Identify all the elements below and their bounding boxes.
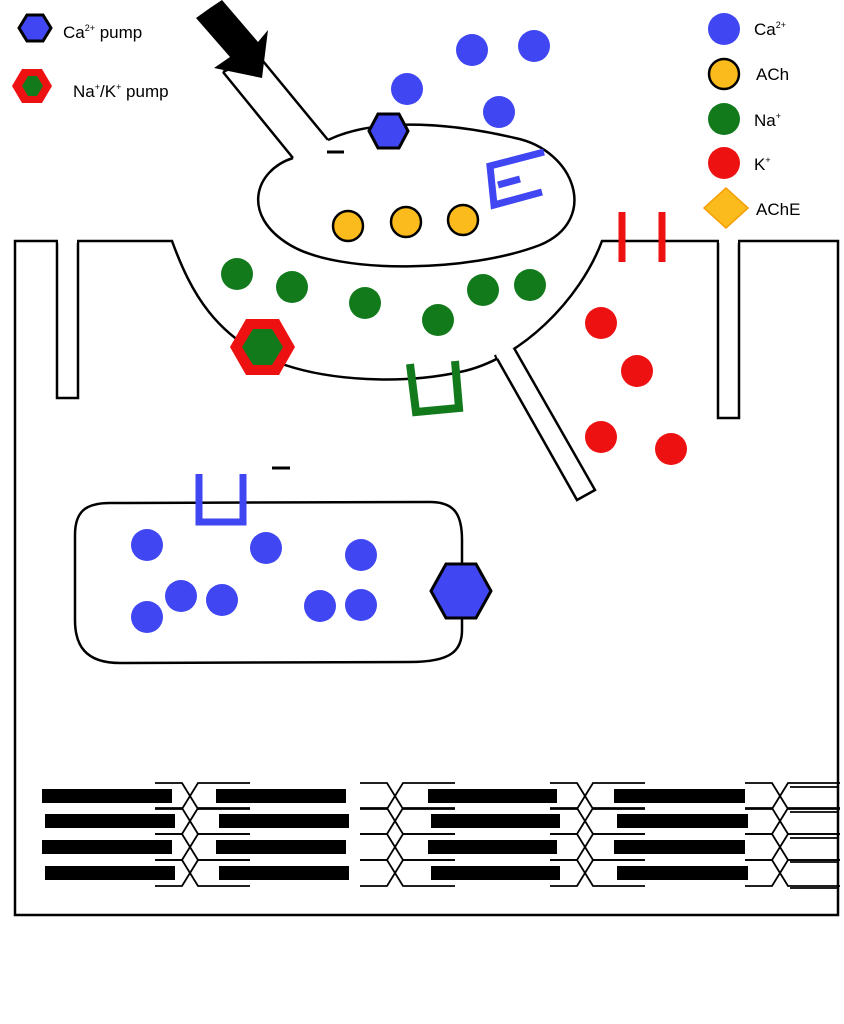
calcium-ion bbox=[456, 34, 488, 66]
potassium-ion bbox=[585, 421, 617, 453]
thick-filament bbox=[219, 814, 349, 828]
legend-right: Ca2+ ACh Na+ K+ AChE bbox=[702, 13, 800, 230]
thick-filament bbox=[45, 866, 175, 880]
thick-filament bbox=[617, 814, 748, 828]
thick-filament bbox=[42, 840, 172, 854]
thick-filament bbox=[428, 789, 557, 803]
legend-left: Ca2+ pump Na+/K+ pump bbox=[12, 13, 169, 103]
legend-sodium-label: Na+ bbox=[754, 111, 781, 130]
potassium-ion bbox=[585, 307, 617, 339]
legend-ca-pump-label: Ca2+ pump bbox=[63, 23, 142, 42]
ach-vesicle bbox=[389, 205, 423, 239]
legend-ach-label: ACh bbox=[756, 65, 789, 84]
thick-filament bbox=[42, 789, 172, 803]
thick-filament bbox=[617, 866, 748, 880]
thin-filament bbox=[778, 782, 840, 810]
calcium-ion bbox=[391, 73, 423, 105]
sodium-ion bbox=[467, 274, 499, 306]
legend-na-k-pump-label: Na+/K+ pump bbox=[73, 82, 169, 101]
thick-filament bbox=[431, 866, 560, 880]
sodium-ion bbox=[349, 287, 381, 319]
thick-filament bbox=[45, 814, 175, 828]
sodium-ion bbox=[422, 304, 454, 336]
potassium-ion bbox=[655, 433, 687, 465]
thick-filament bbox=[216, 789, 346, 803]
terminal-calcium-channel-icon bbox=[486, 148, 545, 210]
legend-calcium-label: Ca2+ bbox=[754, 20, 786, 39]
calcium-ion bbox=[165, 580, 197, 612]
action-potential-arrow-icon bbox=[196, 0, 268, 78]
thin-filament bbox=[583, 859, 645, 887]
thick-filament bbox=[614, 840, 745, 854]
sr-membrane bbox=[73, 500, 464, 665]
legend-ache-label: AChE bbox=[756, 200, 800, 219]
sr-calcium-channel-icon bbox=[195, 474, 247, 526]
calcium-ion bbox=[131, 529, 163, 561]
thick-filament bbox=[219, 866, 349, 880]
thick-filament bbox=[614, 789, 745, 803]
sarcoplasmic-reticulum bbox=[73, 466, 493, 665]
nerve-terminal bbox=[196, 0, 576, 268]
extracellular-calcium-ions bbox=[391, 30, 550, 128]
terminal-ca-pump-icon bbox=[367, 112, 410, 150]
ach-receptor-icon bbox=[406, 360, 464, 417]
acetylcholine-icon bbox=[707, 57, 741, 91]
sodium-ion bbox=[221, 258, 253, 290]
ach-vesicle bbox=[331, 209, 365, 243]
t-tubule-diagonal bbox=[493, 347, 597, 502]
potassium-ions bbox=[585, 307, 687, 465]
potassium-ion-icon bbox=[708, 147, 740, 179]
calcium-ion bbox=[206, 584, 238, 616]
sodium-ion bbox=[514, 269, 546, 301]
thin-filament bbox=[778, 859, 840, 887]
thin-filament bbox=[393, 782, 455, 810]
calcium-ion bbox=[250, 532, 282, 564]
ach-vesicle bbox=[446, 203, 480, 237]
thick-filament bbox=[428, 840, 557, 854]
thin-filament bbox=[583, 782, 645, 810]
t-tubule-right bbox=[716, 241, 741, 420]
thin-filament bbox=[188, 782, 250, 810]
calcium-ion bbox=[131, 601, 163, 633]
calcium-ion bbox=[483, 96, 515, 128]
legend-potassium-label: K+ bbox=[754, 155, 771, 174]
sodium-ion bbox=[276, 271, 308, 303]
sodium-ions bbox=[221, 258, 546, 336]
potassium-ion bbox=[621, 355, 653, 387]
axon-stalk bbox=[222, 54, 329, 159]
calcium-ion bbox=[345, 539, 377, 571]
na-k-pump-inner-icon bbox=[22, 76, 43, 96]
acetylcholinesterase-icon bbox=[702, 186, 750, 230]
membrane-na-k-pump-inner-icon bbox=[242, 329, 283, 365]
calcium-ion-icon bbox=[708, 13, 740, 45]
calcium-ion bbox=[345, 589, 377, 621]
t-tubule-left bbox=[55, 241, 80, 400]
thick-filament bbox=[216, 840, 346, 854]
thin-filament bbox=[188, 859, 250, 887]
calcium-ion bbox=[518, 30, 550, 62]
thick-filament bbox=[431, 814, 560, 828]
ca-pump-hexagon-icon bbox=[17, 13, 53, 43]
sr-ca-pump-icon bbox=[429, 562, 493, 620]
thin-filament bbox=[393, 859, 455, 887]
calcium-ion bbox=[304, 590, 336, 622]
sodium-ion-icon bbox=[708, 103, 740, 135]
myofibrils bbox=[42, 782, 840, 889]
